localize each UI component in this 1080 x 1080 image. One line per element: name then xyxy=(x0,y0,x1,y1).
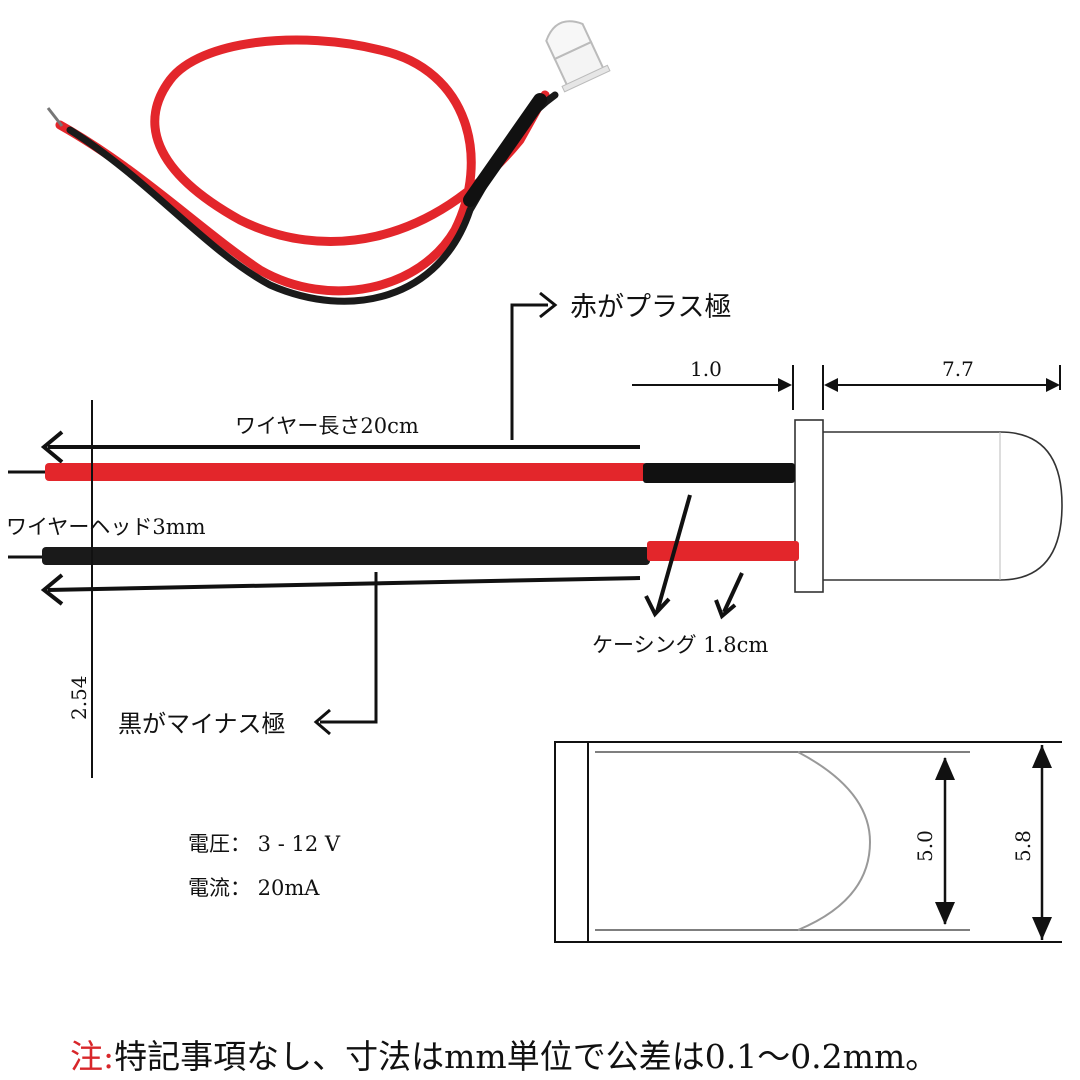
casing-label: ケーシング 1.8cm xyxy=(592,633,768,657)
footnote: 注:特記事項なし、寸法はmm単位で公差は0.1～0.2mm。 xyxy=(70,1030,938,1078)
led-photo xyxy=(46,20,611,305)
footnote-text: 特記事項なし、寸法はmm単位で公差は0.1～0.2mm。 xyxy=(114,1037,939,1076)
voltage-spec: 電圧： 3 - 12 V xyxy=(188,832,341,856)
wire-length-label: ワイヤー長さ20cm xyxy=(235,414,419,438)
lens-diameter-dimension: 5.0 xyxy=(913,830,937,862)
red-plus-callout: 赤がプラス極 xyxy=(510,291,731,440)
pitch-label: 2.54 xyxy=(67,675,91,720)
coiled-black-wire xyxy=(66,91,559,305)
wire-head-label: ワイヤーヘッド3mm xyxy=(6,515,206,539)
black-minus-callout: 黒がマイナス極 xyxy=(118,572,378,738)
wire-length-arrow-top xyxy=(40,430,640,464)
red-wire xyxy=(8,463,795,483)
body-length-dimension: 7.7 xyxy=(942,357,974,381)
led-side-view xyxy=(794,419,1063,593)
led-top-view: 5.0 5.8 xyxy=(554,741,1062,943)
red-plus-label: 赤がプラス極 xyxy=(570,292,731,323)
casing-arrows xyxy=(644,494,744,620)
photo-casing xyxy=(463,93,547,207)
black-wire xyxy=(8,541,799,565)
coiled-red-wire xyxy=(55,35,550,296)
black-minus-label: 黒がマイナス極 xyxy=(118,710,286,738)
current-spec: 電流： 20mA xyxy=(188,876,320,900)
flange-diameter-dimension: 5.8 xyxy=(1011,830,1035,862)
photo-led-bulb xyxy=(545,20,611,93)
top-dimensions: 1.0 7.7 xyxy=(632,357,1061,410)
flange-dimension: 1.0 xyxy=(690,357,722,381)
footnote-prefix: 注: xyxy=(70,1037,115,1076)
wire-length-arrow-bottom xyxy=(40,573,641,606)
